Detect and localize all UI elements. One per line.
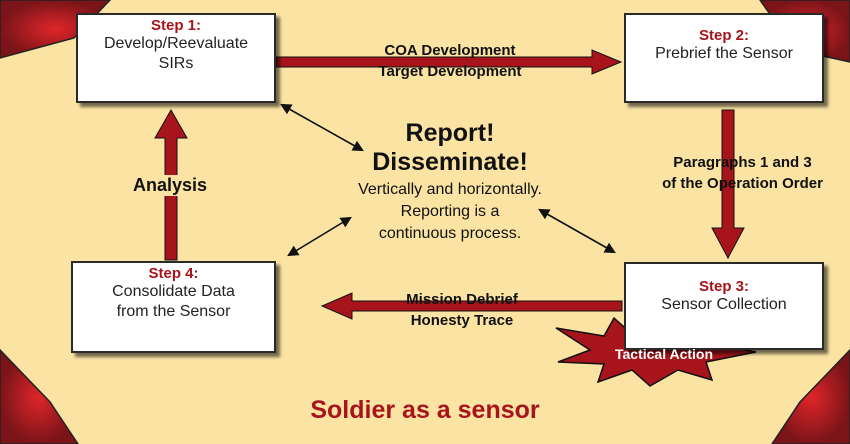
flow-right-line-1: Paragraphs 1 and 3 [673, 154, 812, 171]
flow-bottom-line-1: Mission Debrief [406, 291, 518, 308]
step-2-box: Step 2: Prebrief the Sensor [624, 13, 824, 103]
center-text-line-3: continuous process. [378, 225, 522, 242]
flow-label-bottom: Mission Debrief Honesty Trace [362, 289, 562, 331]
flow-arrow-bottom [320, 292, 623, 320]
center-text-line-1: Vertically and horizontally. [358, 181, 542, 198]
corner-arrow-bottom-left [0, 348, 79, 444]
flow-top-line-2: Target Development [378, 63, 522, 80]
step-4-title: Step 4: [148, 265, 199, 282]
flow-label-top: COA Development Target Development [340, 40, 560, 82]
connector-step3 [538, 208, 616, 254]
footer-title: Soldier as a sensor [310, 396, 540, 424]
connector-step1 [280, 103, 364, 152]
headline-line-2: Disseminate! [372, 148, 528, 176]
headline-line-1: Report! [405, 119, 495, 147]
step-2-title: Step 2: [698, 27, 749, 44]
connector-step4 [287, 216, 352, 257]
flow-right-line-2: of the Operation Order [662, 175, 823, 192]
step-4-label-line-2: from the Sensor [116, 303, 231, 320]
center-text-line-2: Reporting is a [400, 203, 500, 220]
step-4-box: Step 4: Consolidate Data from the Sensor [71, 261, 276, 353]
step-1-label-line-1: Develop/Reevaluate [103, 35, 249, 52]
flow-arrow-right [711, 109, 745, 260]
flow-label-left: Analysis [115, 175, 225, 196]
flow-top-line-1: COA Development [384, 42, 516, 59]
step-1-label-line-2: SIRs [158, 55, 194, 72]
step-3-title: Step 3: [698, 278, 749, 295]
tactical-action-label: Tactical Action [614, 346, 714, 362]
step-1-title: Step 1: [150, 17, 201, 34]
center-report: Report! Disseminate! Vertically and hori… [320, 119, 580, 245]
step-3-box: Step 3: Sensor Collection [624, 262, 824, 350]
flow-arrow-top [275, 49, 623, 75]
corner-arrow-bottom-right [771, 348, 850, 444]
step-1-box: Step 1: Develop/Reevaluate SIRs [76, 13, 276, 103]
step-4-label-line-1: Consolidate Data [112, 283, 235, 300]
flow-bottom-line-2: Honesty Trace [410, 312, 514, 329]
step-3-label-line-1: Sensor Collection [661, 296, 787, 313]
flow-left-line-1: Analysis [132, 175, 208, 195]
step-2-label-line-1: Prebrief the Sensor [655, 45, 793, 62]
flow-label-right: Paragraphs 1 and 3 of the Operation Orde… [640, 152, 845, 194]
